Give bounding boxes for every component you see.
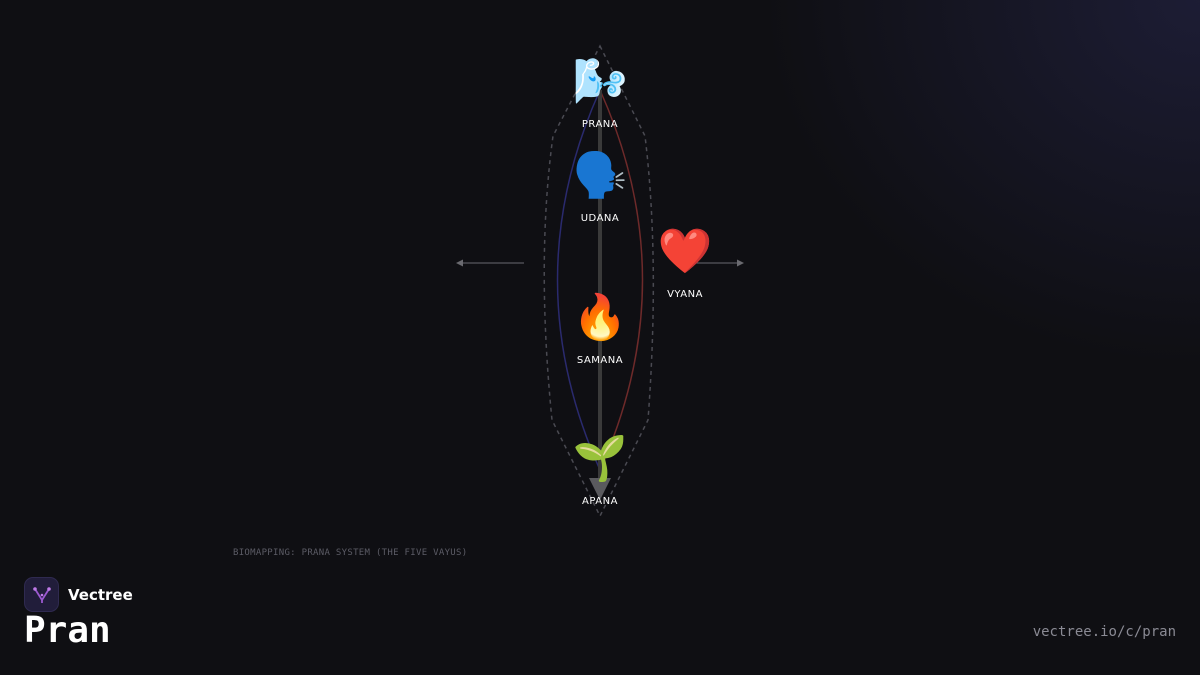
vayu-apana: 🌱 APANA [573, 433, 628, 507]
heart-icon: ❤️ [658, 226, 713, 277]
apana-down-arrow [589, 478, 611, 500]
vayu-label-prana: PRANA [582, 119, 618, 130]
seedling-icon: 🌱 [573, 433, 628, 484]
vayu-label-vyana: VYANA [667, 289, 703, 300]
vayu-udana: 🗣️ UDANA [573, 150, 628, 224]
vayu-label-udana: UDANA [581, 213, 620, 224]
speaking-head-icon: 🗣️ [573, 150, 628, 201]
brand[interactable]: Vectree [24, 577, 133, 612]
vayu-vyana: ❤️ VYANA [658, 226, 713, 300]
fire-icon: 🔥 [573, 292, 628, 343]
page-url[interactable]: vectree.io/c/pran [1032, 624, 1176, 640]
left-channel [556, 89, 601, 471]
vayu-samana: 🔥 SAMANA [573, 292, 628, 366]
body-outline [543, 44, 655, 518]
vayu-label-apana: APANA [582, 496, 618, 507]
diagram-caption: BIOMAPPING: PRANA SYSTEM (THE FIVE VAYUS… [233, 548, 468, 558]
right-channel [599, 89, 644, 471]
brand-name: Vectree [68, 585, 133, 604]
vayu-prana: 🌬️ PRANA [573, 56, 628, 130]
wind-icon: 🌬️ [573, 56, 628, 107]
page-title: Pran [24, 610, 111, 651]
vayu-label-samana: SAMANA [577, 355, 623, 366]
vectree-logo-icon [24, 577, 59, 612]
